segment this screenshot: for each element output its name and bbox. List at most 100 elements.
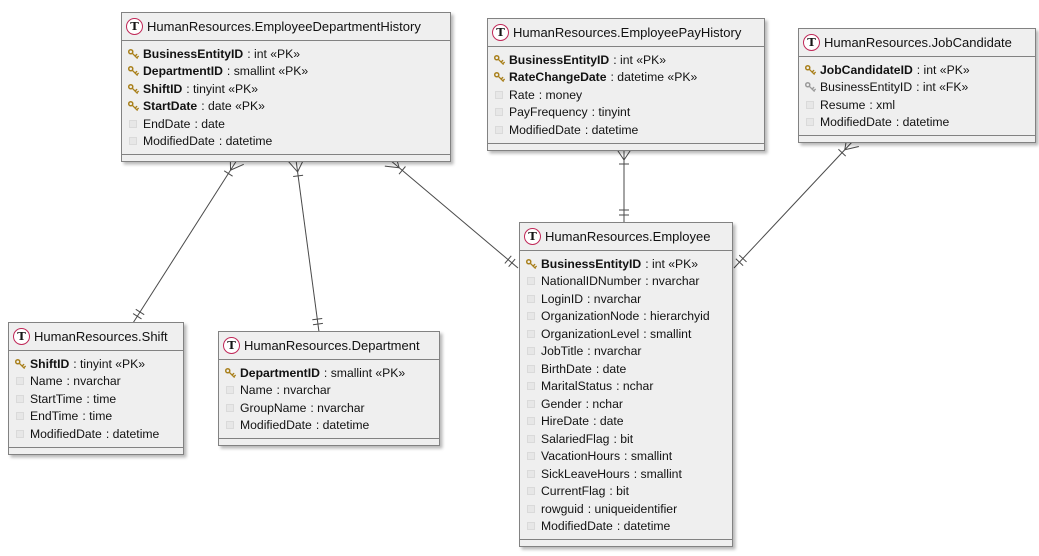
column-row: BusinessEntityID: int «PK»: [492, 51, 760, 69]
column-bullet-icon: [524, 450, 537, 463]
table-icon: T: [13, 328, 30, 345]
column-type: : bit: [609, 484, 630, 499]
column-name: SickLeaveHours: [541, 466, 630, 481]
primary-key-icon: [126, 82, 139, 95]
primary-key-icon: [126, 47, 139, 60]
column-type: : time: [86, 391, 117, 406]
entity-title: HumanResources.Department: [244, 338, 420, 353]
column-type: : time: [82, 409, 113, 424]
column-name: BirthDate: [541, 361, 592, 376]
column-type: : datetime: [218, 134, 273, 149]
column-name: EndTime: [30, 409, 79, 424]
column-type: : smallint: [643, 326, 692, 341]
column-type: : tinyint «PK»: [186, 81, 259, 96]
column-type: : int «FK»: [916, 80, 969, 95]
entity-title: HumanResources.JobCandidate: [824, 35, 1012, 50]
column-row: SalariedFlag: bit: [524, 430, 728, 448]
column-name: Name: [240, 383, 273, 398]
key-icon: [127, 48, 139, 59]
column-name: HireDate: [541, 414, 590, 429]
column-bullet-icon: [524, 520, 537, 533]
primary-key-icon: [13, 357, 26, 370]
column-type: : datetime: [315, 418, 370, 433]
column-type: : smallint: [633, 466, 682, 481]
column-type: : smallint «PK»: [323, 365, 406, 380]
column-name: DepartmentID: [143, 64, 223, 79]
column-type: : date «PK»: [201, 99, 265, 114]
relationship-line: [132, 155, 244, 324]
column-type: : tinyint: [591, 105, 631, 120]
column-row: StartTime: time: [13, 390, 179, 408]
column-name: CurrentFlag: [541, 484, 606, 499]
column-row: StartDate: date «PK»: [126, 98, 446, 116]
column-type: : nvarchar: [587, 291, 642, 306]
column-name: BusinessEntityID: [143, 46, 244, 61]
column-bullet-icon: [492, 123, 505, 136]
column-bullet-icon: [524, 327, 537, 340]
primary-key-icon: [126, 65, 139, 78]
column-name: JobCandidateID: [820, 62, 913, 77]
entity-footer: [520, 539, 732, 546]
entity-title: HumanResources.Shift: [34, 329, 168, 344]
table-icon: T: [803, 34, 820, 51]
column-name: JobTitle: [541, 344, 584, 359]
column-row: Name: nvarchar: [13, 373, 179, 391]
column-row: ModifiedDate: datetime: [524, 518, 728, 536]
column-bullet-icon: [524, 275, 537, 288]
column-type: : smallint «PK»: [226, 64, 309, 79]
column-row: VacationHours: smallint: [524, 448, 728, 466]
column-type: : nvarchar: [645, 274, 700, 289]
column-name: OrganizationLevel: [541, 326, 640, 341]
primary-key-icon: [524, 257, 537, 270]
column-bullet-icon: [13, 427, 26, 440]
column-row: BusinessEntityID: int «PK»: [126, 45, 446, 63]
column-bullet-icon: [524, 415, 537, 428]
column-bullet-icon: [524, 380, 537, 393]
column-row: ShiftID: tinyint «PK»: [126, 80, 446, 98]
column-row: ModifiedDate: datetime: [223, 417, 435, 435]
column-name: ModifiedDate: [30, 426, 102, 441]
column-type: : nvarchar: [587, 344, 642, 359]
column-bullet-icon: [524, 502, 537, 515]
column-name: rowguid: [541, 501, 584, 516]
column-bullet-icon: [803, 116, 816, 129]
column-type: : hierarchyid: [643, 309, 710, 324]
key-icon: [804, 64, 816, 75]
column-row: ModifiedDate: datetime: [803, 114, 1031, 132]
column-name: ShiftID: [143, 81, 183, 96]
column-name: ModifiedDate: [541, 519, 613, 534]
column-row: MaritalStatus: nchar: [524, 378, 728, 396]
entity-title: HumanResources.EmployeePayHistory: [513, 25, 742, 40]
column-name: Resume: [820, 97, 866, 112]
entity-footer: [122, 154, 450, 161]
key-icon: [127, 66, 139, 77]
column-row: ModifiedDate: datetime: [13, 425, 179, 443]
entity-footer: [219, 438, 439, 445]
column-bullet-icon: [524, 345, 537, 358]
column-name: SalariedFlag: [541, 431, 610, 446]
column-bullet-icon: [13, 375, 26, 388]
column-row: Gender: nchar: [524, 395, 728, 413]
table-icon: T: [126, 18, 143, 35]
column-row: SickLeaveHours: smallint: [524, 465, 728, 483]
table-icon: T: [223, 337, 240, 354]
column-name: BusinessEntityID: [820, 80, 913, 95]
column-bullet-icon: [223, 384, 236, 397]
column-type: : uniqueidentifier: [587, 501, 678, 516]
column-name: StartDate: [143, 99, 198, 114]
entity-header: T HumanResources.JobCandidate: [799, 29, 1035, 57]
column-bullet-icon: [524, 310, 537, 323]
column-row: BusinessEntityID: int «PK»: [524, 255, 728, 273]
entity-footer: [9, 446, 183, 454]
column-row: PayFrequency: tinyint: [492, 104, 760, 122]
column-bullet-icon: [492, 88, 505, 101]
column-row: ModifiedDate: datetime: [492, 121, 760, 139]
